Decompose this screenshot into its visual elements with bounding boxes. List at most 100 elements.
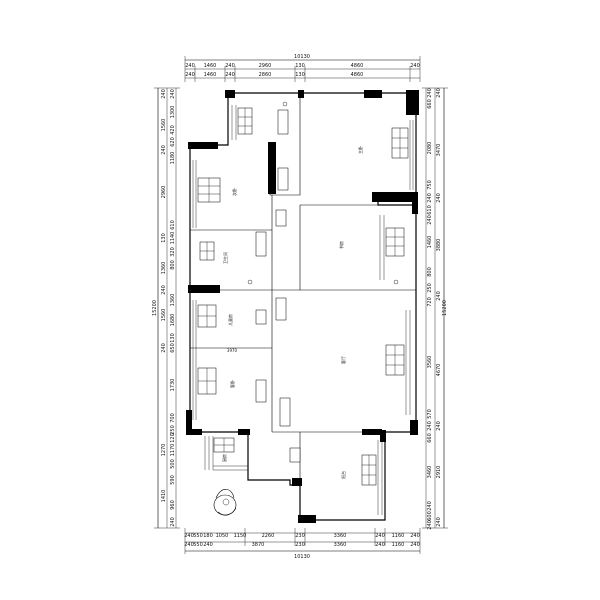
doors — [247, 101, 399, 463]
dim-right2-l: 3560 — [427, 356, 433, 369]
room-panel-balcony — [361, 454, 377, 486]
dim-right2-o: 660 — [427, 433, 433, 443]
dim-top2-e: 130 — [295, 72, 305, 78]
dim-right2-p: 3460 — [427, 466, 433, 479]
room-label-master: 主卧 — [357, 146, 363, 154]
dim-left2-s: 500 — [170, 459, 176, 469]
dim-left2-u: 960 — [170, 500, 176, 510]
dim-left2-p: 250 — [170, 425, 176, 435]
room-panel-bedroom2 — [197, 177, 221, 203]
dim-top2-d: 2860 — [259, 72, 272, 78]
dim-bot2-f: 3360 — [334, 542, 347, 548]
dim-left2-m: 650 — [170, 343, 176, 353]
dim-left2-a: 240 — [170, 89, 176, 99]
dim-left1-g: 240 — [161, 285, 167, 295]
dim-left2-l: 130 — [170, 333, 176, 343]
dim-left2-q: 120 — [170, 433, 176, 443]
dim-bot2-g: 240 — [375, 542, 385, 548]
overall-width-top: 10130 — [294, 54, 310, 60]
room-panel-kitchen — [213, 437, 235, 453]
dim-left2-k: 1680 — [170, 314, 176, 327]
dim-bot2-e: 230 — [295, 542, 305, 548]
dim-left2-t: 590 — [170, 475, 176, 485]
dim-left1-i: 240 — [161, 343, 167, 353]
dim-left1-a: 240 — [161, 89, 167, 99]
dim-top2-b: 1460 — [204, 72, 217, 78]
room-panels — [197, 107, 409, 486]
dim-right2-d: 750 — [427, 180, 433, 190]
dim-right2-q: 240 — [427, 501, 433, 511]
dim-right2-h: 1460 — [427, 236, 433, 249]
dim-left2-b: 1300 — [170, 106, 176, 119]
dim-left2-c: 420 — [170, 125, 176, 135]
room-label-balcony: 阳台 — [340, 471, 346, 479]
dim-left2-i: 800 — [170, 260, 176, 270]
top-dimensions: 10130 240 1460 240 2960 130 4860 240 240… — [184, 54, 421, 82]
dim-left2-e: 1180 — [170, 152, 176, 165]
left-dimensions: 15200 240 1560 240 2960 130 1360 240 156… — [152, 87, 180, 529]
room-label-bath: 卫生间 — [222, 252, 228, 264]
dim-left2-v: 240 — [170, 517, 176, 527]
room-label-study: 书房 — [338, 241, 344, 249]
dim-bot1-d: 1050 — [216, 533, 229, 539]
overall-width-bottom: 10130 — [294, 554, 310, 560]
dim-right1-h: 2910 — [436, 466, 442, 479]
dim-bot1-f: 2260 — [262, 533, 275, 539]
windows — [192, 105, 414, 515]
dim-right2-b: 660 — [427, 99, 433, 109]
dim-left2-n: 1730 — [170, 379, 176, 392]
dim-right1-c: 240 — [436, 193, 442, 203]
partition-dimension: 3970 — [227, 348, 238, 353]
overall-height-left: 15200 — [152, 300, 158, 316]
dim-top1-c: 240 — [225, 63, 235, 69]
dim-left1-f: 1360 — [161, 262, 167, 275]
dim-bot1-i: 240 — [375, 533, 385, 539]
dim-top2-a: 240 — [185, 72, 195, 78]
dim-top1-g: 240 — [410, 63, 420, 69]
dim-right2-f: 610 — [427, 205, 433, 215]
dim-left1-e: 130 — [161, 233, 167, 243]
room-panel-guest — [197, 367, 217, 395]
wall-columns — [186, 90, 419, 523]
bottom-dimensions: 240 550 180 1050 1150 2260 230 3360 240 … — [184, 528, 421, 560]
dim-left1-c: 240 — [161, 145, 167, 155]
dim-right2-m: 570 — [427, 409, 433, 419]
dim-bot1-k: 240 — [410, 533, 420, 539]
dim-right2-n: 240 — [427, 421, 433, 431]
dim-top1-a: 240 — [185, 63, 195, 69]
dim-right1-a: 240 — [436, 88, 442, 98]
dim-bot1-h: 3360 — [334, 533, 347, 539]
dim-left2-d: 620 — [170, 137, 176, 147]
dim-left2-r: 1170 — [170, 444, 176, 457]
dim-bot2-h: 1160 — [392, 542, 405, 548]
room-labels: 主卧 次卧 书房 卫生间 客厅 餐厅 厨房 阳台 客卧 儿童房 — [221, 146, 363, 479]
dim-bot1-a: 240 — [184, 533, 194, 539]
dim-bot2-b: 550 — [193, 542, 203, 548]
dim-left2-o: 700 — [170, 413, 176, 423]
dim-right2-g: 240 — [427, 215, 433, 225]
dim-bot2-d: 3870 — [252, 542, 265, 548]
dim-left1-b: 1560 — [161, 119, 167, 132]
dim-right2-a: 240 — [427, 88, 433, 98]
dim-top1-f: 4860 — [351, 63, 364, 69]
dim-bot1-j: 1160 — [392, 533, 405, 539]
dim-left2-f: 610 — [170, 220, 176, 230]
dim-right1-i: 240 — [436, 517, 442, 527]
right-dimensions: 240 660 2080 750 240 610 240 1460 800 25… — [422, 87, 448, 530]
dim-right1-b: 3470 — [436, 144, 442, 157]
room-label-kids: 儿童房 — [227, 314, 233, 326]
dim-right2-s: 240 — [427, 520, 433, 530]
room-panel-top — [237, 107, 253, 135]
appliance-sketch-icon — [213, 489, 237, 516]
dim-right2-k: 720 — [427, 297, 433, 307]
room-label-bedroom2: 次卧 — [231, 188, 237, 196]
dim-bot1-g: 230 — [295, 533, 305, 539]
dim-left1-h: 1560 — [161, 309, 167, 322]
dim-left1-j: 1270 — [161, 444, 167, 457]
room-label-living: 客厅 — [340, 356, 346, 364]
dim-left2-h: 320 — [170, 247, 176, 257]
dim-right2-r: 600 — [427, 511, 433, 521]
dim-top1-d: 2960 — [259, 63, 272, 69]
dim-left1-d: 2960 — [161, 186, 167, 199]
